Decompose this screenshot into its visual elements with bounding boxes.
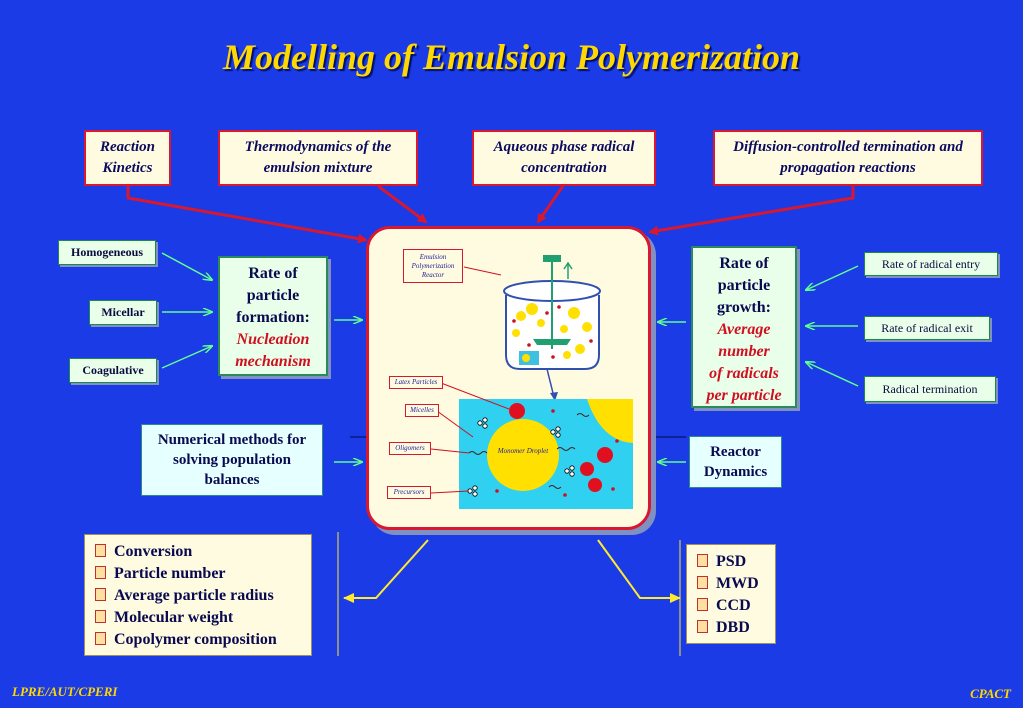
arrow-to-right-outputs (597, 539, 681, 603)
reactor-vessel-icon (503, 255, 601, 370)
output-molecular-weight: Molecular weight (114, 609, 234, 626)
growth-emph1: Average (717, 321, 771, 338)
document-bullet-icon (697, 598, 708, 611)
footer-left: LPRE/AUT/CPERI (12, 684, 118, 699)
nucleation-box: Rate of particle formation: Nucleation m… (218, 256, 328, 376)
arrow-thermo (377, 184, 428, 224)
output-average-radius: Average particle radius (114, 587, 274, 604)
list-item: DBD (697, 617, 775, 639)
growth-emph2: number (718, 343, 770, 360)
list-item: PSD (697, 551, 775, 573)
document-bullet-icon (697, 620, 708, 633)
growth-emph3: of radicals (709, 365, 779, 382)
document-bullet-icon (95, 632, 106, 645)
coagulative-box: Coagulative (69, 358, 157, 383)
arrow-to-left-outputs (343, 539, 429, 603)
growth-emph4: per particle (706, 387, 782, 404)
nucleation-line2: particle (246, 287, 300, 304)
output-mwd: MWD (716, 575, 759, 592)
output-ccd: CCD (716, 597, 751, 614)
zoom-arrow (546, 368, 555, 398)
precursors-leader (430, 490, 470, 494)
nucleation-line1: Rate of (248, 265, 298, 282)
arrow-aqueous (536, 185, 565, 224)
homogeneous-box: Homogeneous (58, 240, 156, 265)
radical-entry-box: Rate of radical entry (864, 252, 998, 276)
document-bullet-icon (697, 576, 708, 589)
radical-termination-box: Radical termination (864, 376, 996, 402)
aqueous-phase-box: Aqueous phase radical concentration (472, 130, 656, 186)
list-item: Particle number (95, 563, 311, 585)
output-particle-number: Particle number (114, 565, 226, 582)
outputs-left-box: Conversion Particle number Average parti… (84, 534, 312, 656)
arrow-coagulative (161, 346, 212, 369)
output-arrows (343, 539, 681, 603)
page-title: Modelling of Emulsion Polymerization (222, 37, 801, 77)
thermodynamics-box: Thermodynamics of the emulsion mixture (218, 130, 418, 186)
top-red-arrows (126, 184, 855, 244)
reactor-dynamics-box: Reactor Dynamics (689, 436, 782, 488)
radical-exit-box: Rate of radical exit (864, 316, 990, 340)
arrow-kinetics (126, 186, 368, 244)
arrow-homogeneous (161, 252, 212, 280)
list-item: Copolymer composition (95, 629, 311, 651)
document-bullet-icon (95, 610, 106, 623)
diffusion-box: Diffusion-controlled termination and pro… (713, 130, 983, 186)
document-bullet-icon (95, 566, 106, 579)
arrow-radical-termination (806, 362, 859, 387)
document-bullet-icon (95, 544, 106, 557)
reactor-label: Emulsion Polymerization Reactor (403, 249, 463, 283)
list-item: Molecular weight (95, 607, 311, 629)
latex-leader (440, 382, 510, 410)
footer-right: CPACT (970, 686, 1011, 701)
document-bullet-icon (95, 588, 106, 601)
list-item: CCD (697, 595, 775, 617)
zoom-arrowhead (550, 392, 558, 401)
reactor-label-leader (463, 266, 502, 276)
growth-line3: growth: (717, 299, 771, 316)
growth-line1: Rate of (719, 255, 769, 272)
output-copolymer-composition: Copolymer composition (114, 631, 277, 648)
nucleation-line3: formation: (236, 309, 310, 326)
document-bullet-icon (697, 554, 708, 567)
micelles-label: Micelles (405, 404, 439, 417)
reaction-kinetics-box: Reaction Kinetics (84, 130, 171, 186)
emulsion-illustration (430, 255, 633, 509)
micelles-leader (436, 410, 474, 438)
monomer-droplet-label: Monomer Droplet (497, 447, 549, 455)
arrow-diffusion (648, 186, 855, 236)
growth-line2: particle (717, 277, 771, 294)
output-dbd: DBD (716, 619, 750, 636)
nucleation-emph2: mechanism (235, 353, 311, 370)
oligomers-leader (430, 448, 470, 454)
micellar-box: Micellar (89, 300, 157, 325)
output-psd: PSD (716, 553, 747, 570)
outputs-right-box: PSD MWD CCD DBD (686, 544, 776, 644)
list-item: Conversion (95, 541, 311, 563)
precursors-label: Precursors (387, 486, 431, 499)
latex-particles-label: Latex Particles (389, 376, 443, 389)
list-item: MWD (697, 573, 775, 595)
list-item: Average particle radius (95, 585, 311, 607)
emulsion-illustration-panel: Emulsion Polymerization Reactor Latex Pa… (366, 226, 651, 530)
nucleation-emph1: Nucleation (236, 331, 310, 348)
growth-box: Rate of particle growth: Average number … (691, 246, 797, 408)
arrow-radical-entry (806, 265, 859, 290)
magnified-emulsion (459, 399, 633, 509)
output-conversion: Conversion (114, 543, 193, 560)
numerical-methods-box: Numerical methods for solving population… (141, 424, 323, 496)
monomer-droplet-icon (487, 419, 559, 491)
oligomers-label: Oligomers (389, 442, 431, 455)
green-arrows (161, 252, 859, 462)
